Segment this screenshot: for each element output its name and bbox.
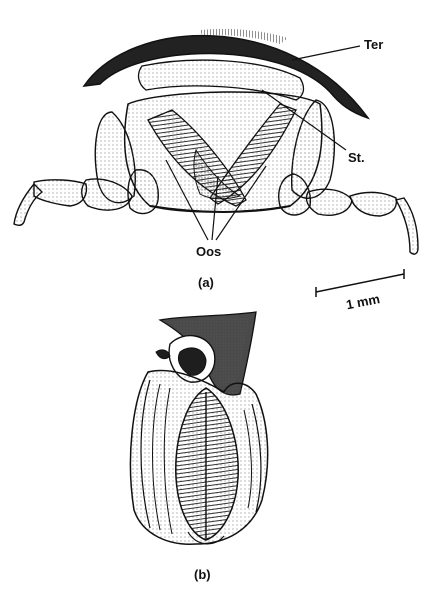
caption-a: (a) bbox=[198, 275, 214, 290]
scale-bar-label: 1 mm bbox=[345, 291, 381, 312]
ter-leader-line bbox=[292, 46, 360, 60]
label-st: St. bbox=[348, 150, 365, 165]
scale-bar: 1 mm bbox=[316, 269, 404, 312]
label-ter: Ter bbox=[364, 37, 383, 52]
part-b-diagram: (b) bbox=[130, 312, 267, 582]
caption-b: (b) bbox=[194, 567, 211, 582]
part-a-diagram: Ter St. Oos (a) bbox=[14, 29, 418, 290]
label-oos: Oos bbox=[196, 244, 221, 259]
